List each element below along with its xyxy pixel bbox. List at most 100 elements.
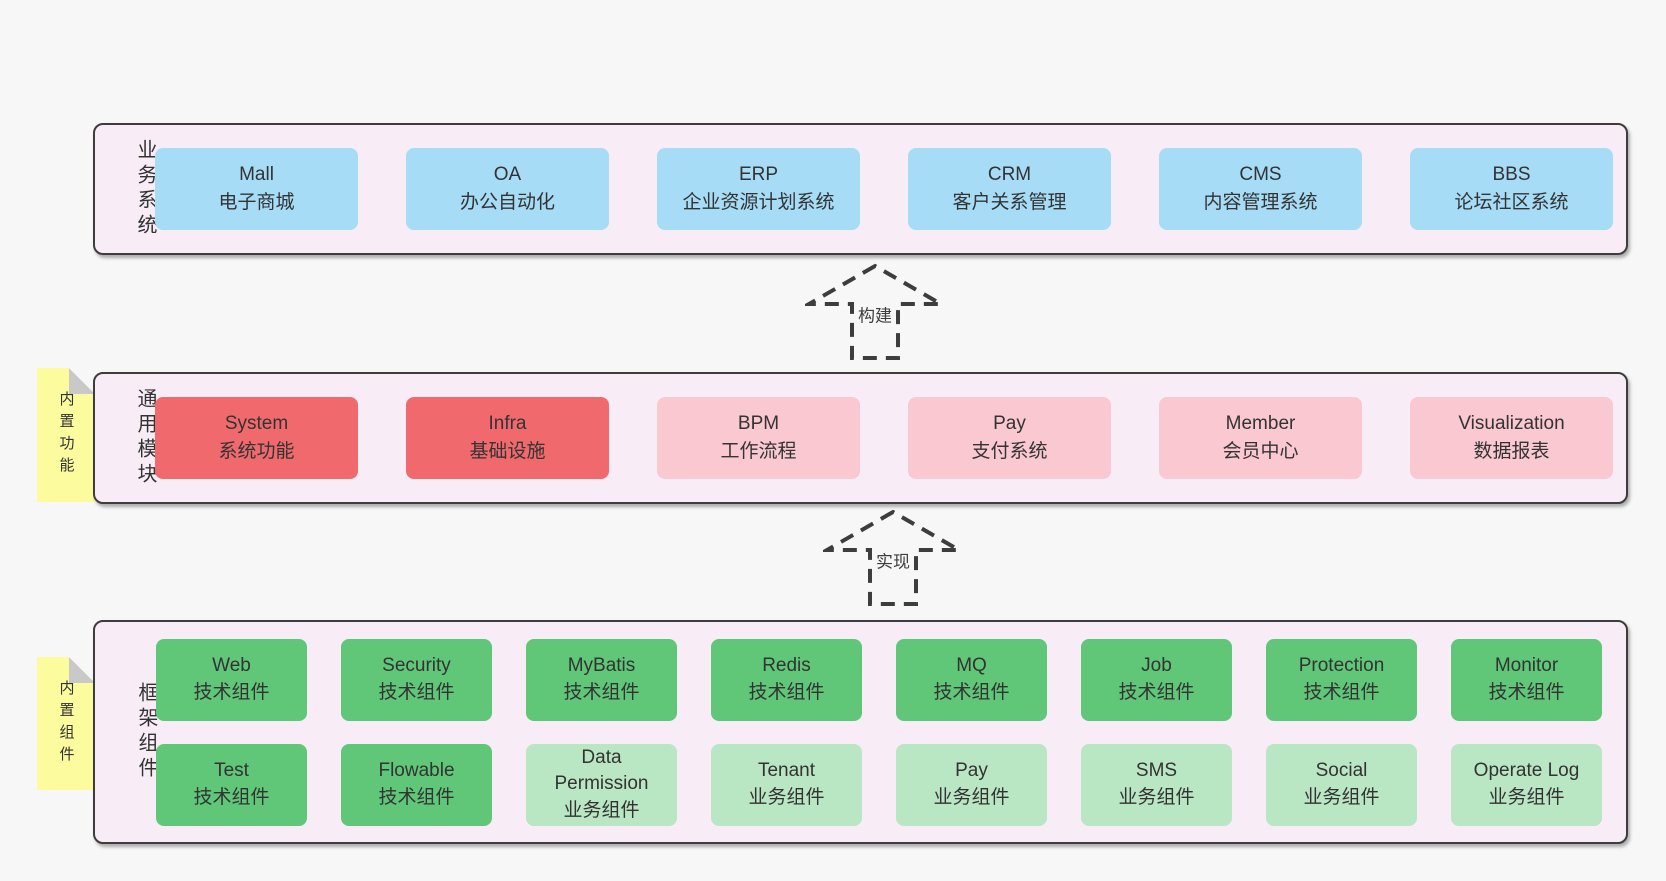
box-title: Security <box>382 655 451 677</box>
box-data-permission: Data Permission 业务组件 <box>526 743 677 826</box>
box-subtitle: 技术组件 <box>748 681 825 703</box>
box-title: Pay <box>955 760 988 782</box>
box-oa: OA 办公自动化 <box>406 148 609 230</box>
box-subtitle: 技术组件 <box>1118 681 1195 703</box>
box-social: Social 业务组件 <box>1266 743 1417 826</box>
common-modules-row: System 系统功能 Infra 基础设施 BPM 工作流程 Pay 支付系统… <box>155 397 1613 479</box>
framework-components-grid: Web 技术组件 Security 技术组件 MyBatis 技术组件 Redi… <box>156 638 1602 826</box>
box-title: BBS <box>1492 163 1531 185</box>
box-subtitle: 系统功能 <box>218 441 295 462</box>
box-flowable: Flowable 技术组件 <box>341 743 492 826</box>
box-subtitle: 数据报表 <box>1473 441 1550 462</box>
arrow-implement: 实现 <box>823 508 963 608</box>
box-subtitle: 论坛社区系统 <box>1454 192 1569 213</box>
box-title: Social <box>1315 760 1368 782</box>
box-title: Infra <box>488 412 527 434</box>
arrow-up-icon <box>823 509 963 606</box>
box-title: Data Permission <box>554 747 649 795</box>
box-subtitle: 支付系统 <box>971 441 1048 462</box>
arrow-implement-label: 实现 <box>872 546 914 574</box>
box-title: BPM <box>737 412 780 434</box>
layer-label-business-systems: 业务系统 <box>134 139 156 239</box>
box-mybatis: MyBatis 技术组件 <box>526 638 677 721</box>
box-title: Monitor <box>1494 655 1559 677</box>
box-title: ERP <box>738 163 779 185</box>
box-subtitle: 工作流程 <box>720 441 797 462</box>
box-subtitle: 基础设施 <box>469 441 546 462</box>
box-title: MQ <box>956 655 987 677</box>
box-subtitle: 技术组件 <box>933 681 1010 703</box>
box-sms: SMS 业务组件 <box>1081 743 1232 826</box>
layer-business-systems: 业务系统 Mall 电子商城 OA 办公自动化 ERP 企业资源计划系统 CRM… <box>93 123 1628 255</box>
box-title: System <box>224 412 289 434</box>
sticky-note-builtin-features: 内置功能 <box>37 368 95 502</box>
box-mq: MQ 技术组件 <box>896 638 1047 721</box>
box-subtitle: 客户关系管理 <box>952 192 1067 213</box>
box-subtitle: 电子商城 <box>218 192 295 213</box>
layer-label-common-modules: 通用模块 <box>134 388 156 488</box>
box-protection: Protection 技术组件 <box>1266 638 1417 721</box>
box-subtitle: 技术组件 <box>1303 681 1380 703</box>
box-system: System 系统功能 <box>155 397 358 479</box>
box-title: Tenant <box>757 760 816 782</box>
box-title: MyBatis <box>567 655 636 677</box>
box-job: Job 技术组件 <box>1081 638 1232 721</box>
box-title: OA <box>493 163 522 185</box>
box-bbs: BBS 论坛社区系统 <box>1410 148 1613 230</box>
box-title: Flowable <box>378 760 455 782</box>
box-subtitle: 企业资源计划系统 <box>682 192 835 213</box>
arrow-build: 构建 <box>805 262 945 362</box>
arrow-up-icon <box>805 263 945 360</box>
box-security: Security 技术组件 <box>341 638 492 721</box>
box-title: CRM <box>987 163 1032 185</box>
sticky-note-builtin-components: 内置组件 <box>37 657 95 790</box>
box-subtitle: 业务组件 <box>1488 786 1565 808</box>
box-title: Operate Log <box>1473 760 1580 782</box>
box-subtitle: 业务组件 <box>1303 786 1380 808</box>
box-cms: CMS 内容管理系统 <box>1159 148 1362 230</box>
box-subtitle: 技术组件 <box>193 786 270 808</box>
box-web: Web 技术组件 <box>156 638 307 721</box>
box-test: Test 技术组件 <box>156 743 307 826</box>
box-subtitle: 技术组件 <box>563 681 640 703</box>
box-title: Redis <box>762 655 811 677</box>
box-title: Member <box>1225 412 1296 434</box>
box-title: SMS <box>1135 760 1178 782</box>
box-title: Pay <box>993 412 1026 434</box>
box-pay-component: Pay 业务组件 <box>896 743 1047 826</box>
box-tenant: Tenant 业务组件 <box>711 743 862 826</box>
box-bpm: BPM 工作流程 <box>657 397 860 479</box>
box-subtitle: 技术组件 <box>378 786 455 808</box>
box-subtitle: 会员中心 <box>1222 441 1299 462</box>
box-erp: ERP 企业资源计划系统 <box>657 148 860 230</box>
box-title: Test <box>214 760 249 782</box>
box-visualization: Visualization 数据报表 <box>1410 397 1613 479</box>
box-title: Job <box>1141 655 1172 677</box>
box-monitor: Monitor 技术组件 <box>1451 638 1602 721</box>
sticky-note-text: 内置组件 <box>57 679 75 768</box>
box-title: Mall <box>239 163 274 185</box>
box-subtitle: 业务组件 <box>933 786 1010 808</box>
box-title: Visualization <box>1458 412 1565 434</box>
layer-framework-components: 框架组件 Web 技术组件 Security 技术组件 MyBatis 技术组件… <box>93 620 1628 844</box>
box-crm: CRM 客户关系管理 <box>908 148 1111 230</box>
box-subtitle: 技术组件 <box>378 681 455 703</box>
box-operate-log: Operate Log 业务组件 <box>1451 743 1602 826</box>
box-member: Member 会员中心 <box>1159 397 1362 479</box>
box-infra: Infra 基础设施 <box>406 397 609 479</box>
box-subtitle: 业务组件 <box>1118 786 1195 808</box>
arrow-build-label: 构建 <box>854 300 896 328</box>
box-subtitle: 业务组件 <box>563 799 640 821</box>
box-redis: Redis 技术组件 <box>711 638 862 721</box>
box-pay-module: Pay 支付系统 <box>908 397 1111 479</box>
box-subtitle: 内容管理系统 <box>1203 192 1318 213</box>
box-title: CMS <box>1239 163 1282 185</box>
box-subtitle: 办公自动化 <box>459 192 555 213</box>
layer-label-framework-components: 框架组件 <box>135 682 157 782</box>
box-subtitle: 技术组件 <box>193 681 270 703</box>
box-title: Protection <box>1298 655 1385 677</box>
box-subtitle: 技术组件 <box>1488 681 1565 703</box>
box-title: Web <box>212 655 251 677</box>
box-subtitle: 业务组件 <box>748 786 825 808</box>
